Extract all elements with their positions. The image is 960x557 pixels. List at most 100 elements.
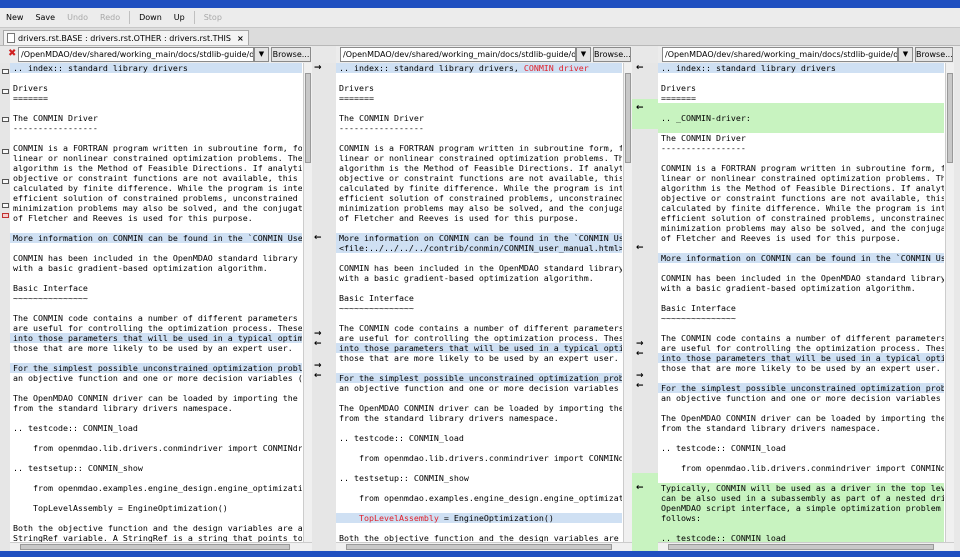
text-line[interactable]: linear or nonlinear constrained optimiza… <box>336 153 622 163</box>
text-line[interactable]: linear or nonlinear constrained optimiza… <box>658 173 944 183</box>
close-icon[interactable]: × <box>236 33 244 43</box>
text-line[interactable]: from the standard library drivers namesp… <box>658 423 944 433</box>
text-line[interactable] <box>336 253 622 263</box>
down-button[interactable]: Down <box>139 13 162 22</box>
change-marker[interactable] <box>2 203 9 208</box>
arrow-left-icon[interactable]: ← <box>636 63 644 73</box>
redo-button[interactable]: Redo <box>100 13 121 22</box>
text-line[interactable]: ======= <box>336 93 622 103</box>
text-line[interactable]: from the standard library drivers namesp… <box>10 403 302 413</box>
text-line[interactable] <box>336 393 622 403</box>
text-line[interactable]: ======= <box>10 93 302 103</box>
chevron-down-icon[interactable]: ▼ <box>254 47 269 62</box>
text-line[interactable] <box>336 283 622 293</box>
text-line[interactable]: The CONMIN Driver <box>658 133 944 143</box>
text-line[interactable]: with a basic gradient-based optimization… <box>336 273 622 283</box>
text-line[interactable]: efficient solution of constrained proble… <box>336 193 622 203</box>
text-line[interactable]: Typically, CONMIN will be used as a driv… <box>658 483 944 493</box>
change-marker[interactable] <box>2 179 9 184</box>
text-line[interactable]: calculated by finite difference. While t… <box>10 183 302 193</box>
change-marker[interactable] <box>2 117 9 122</box>
text-line[interactable]: For the simplest possible unconstrained … <box>336 373 622 383</box>
text-line[interactable] <box>658 403 944 413</box>
text-line[interactable] <box>336 523 622 533</box>
arrow-left-icon[interactable]: ← <box>636 483 644 493</box>
chevron-down-icon[interactable]: ▼ <box>576 47 591 62</box>
arrow-left-icon[interactable]: ← <box>314 233 322 243</box>
text-line[interactable] <box>10 223 302 233</box>
text-line[interactable] <box>658 263 944 273</box>
text-line[interactable] <box>336 423 622 433</box>
text-line[interactable]: algorithm is the Method of Feasible Dire… <box>336 163 622 173</box>
text-line[interactable] <box>10 383 302 393</box>
base-browse-button[interactable]: Browse... <box>271 47 311 62</box>
text-line[interactable]: .. _CONMIN-driver: <box>658 113 944 123</box>
change-marker[interactable] <box>2 89 9 94</box>
text-line[interactable]: The CONMIN code contains a number of dif… <box>336 323 622 333</box>
up-button[interactable]: Up <box>173 13 185 22</box>
base-path-field[interactable]: /OpenMDAO/dev/shared/working_main/docs/s… <box>18 47 254 62</box>
text-line[interactable] <box>336 133 622 143</box>
text-line[interactable]: .. testsetup:: CONMIN_show <box>336 473 622 483</box>
text-line[interactable]: ======= <box>658 93 944 103</box>
text-line[interactable]: The OpenMDAO CONMIN driver can be loaded… <box>658 413 944 423</box>
scroll-thumb[interactable] <box>346 544 612 550</box>
text-line[interactable] <box>658 293 944 303</box>
text-line[interactable] <box>658 323 944 333</box>
text-line[interactable]: The CONMIN Driver <box>10 113 302 123</box>
text-line[interactable] <box>336 463 622 473</box>
other-path-field[interactable]: /OpenMDAO/dev/shared/working_main/docs/s… <box>340 47 576 62</box>
text-line[interactable]: Basic Interface <box>10 283 302 293</box>
arrow-left-icon[interactable]: ← <box>636 103 644 113</box>
text-line[interactable]: minimization problems may also be solved… <box>336 203 622 213</box>
arrow-left-icon[interactable]: ← <box>314 371 322 381</box>
text-line[interactable]: The OpenMDAO CONMIN driver can be loaded… <box>10 393 302 403</box>
text-line[interactable]: are useful for controlling the optimizat… <box>10 323 302 333</box>
text-line[interactable]: with a basic gradient-based optimization… <box>658 283 944 293</box>
text-line[interactable]: those that are more likely to be used by… <box>10 343 302 353</box>
text-line[interactable]: those that are more likely to be used by… <box>658 363 944 373</box>
text-line[interactable]: into those parameters that will be used … <box>658 353 944 363</box>
text-line[interactable]: Both the objective function and the desi… <box>336 533 622 543</box>
text-line[interactable]: can be also used in a subassembly as par… <box>658 493 944 503</box>
text-line[interactable] <box>10 73 302 83</box>
stop-button[interactable]: Stop <box>203 13 222 22</box>
text-line[interactable]: CONMIN has been included in the OpenMDAO… <box>10 253 302 263</box>
text-line[interactable]: efficient solution of constrained proble… <box>658 213 944 223</box>
text-line[interactable]: For the simplest possible unconstrained … <box>10 363 302 373</box>
text-line[interactable]: .. testcode:: CONMIN_load <box>10 423 302 433</box>
text-line[interactable] <box>336 223 622 233</box>
text-line[interactable]: TopLevelAssembly = EngineOptimization() <box>10 503 302 513</box>
scroll-thumb[interactable] <box>625 73 631 163</box>
new-button[interactable]: New <box>6 13 24 22</box>
text-line[interactable]: CONMIN is a FORTRAN program written in s… <box>10 143 302 153</box>
scroll-thumb[interactable] <box>305 73 311 163</box>
text-line[interactable]: an objective function and one or more de… <box>10 373 302 383</box>
text-line[interactable]: More information on CONMIN can be found … <box>336 233 622 243</box>
this-horizontal-scrollbar[interactable] <box>658 542 954 551</box>
text-line[interactable]: an objective function and one or more de… <box>336 383 622 393</box>
scroll-thumb[interactable] <box>947 73 953 163</box>
text-line[interactable]: calculated by finite difference. While t… <box>658 203 944 213</box>
text-line[interactable]: from openmdao.lib.drivers.conmindriver i… <box>10 443 302 453</box>
text-line[interactable]: Drivers <box>658 83 944 93</box>
text-line[interactable]: ~~~~~~~~~~~~~~~ <box>10 293 302 303</box>
text-line[interactable] <box>10 243 302 253</box>
text-line[interactable] <box>658 473 944 483</box>
arrow-left-icon[interactable]: ← <box>636 243 644 253</box>
text-line[interactable] <box>10 353 302 363</box>
text-line[interactable]: linear or nonlinear constrained optimiza… <box>10 153 302 163</box>
text-line[interactable]: from openmdao.examples.engine_design.eng… <box>10 483 302 493</box>
text-line[interactable] <box>658 123 944 133</box>
text-line[interactable]: .. testcode:: CONMIN_load <box>336 433 622 443</box>
text-line[interactable] <box>10 453 302 463</box>
text-line[interactable]: .. index:: standard library drivers <box>10 63 302 73</box>
text-line[interactable] <box>658 73 944 83</box>
text-line[interactable]: Both the objective function and the desi… <box>10 523 302 533</box>
arrow-left-icon[interactable]: ← <box>636 381 644 391</box>
text-line[interactable] <box>10 413 302 423</box>
text-line[interactable] <box>336 73 622 83</box>
text-line[interactable]: ----------------- <box>336 123 622 133</box>
text-line[interactable] <box>336 313 622 323</box>
